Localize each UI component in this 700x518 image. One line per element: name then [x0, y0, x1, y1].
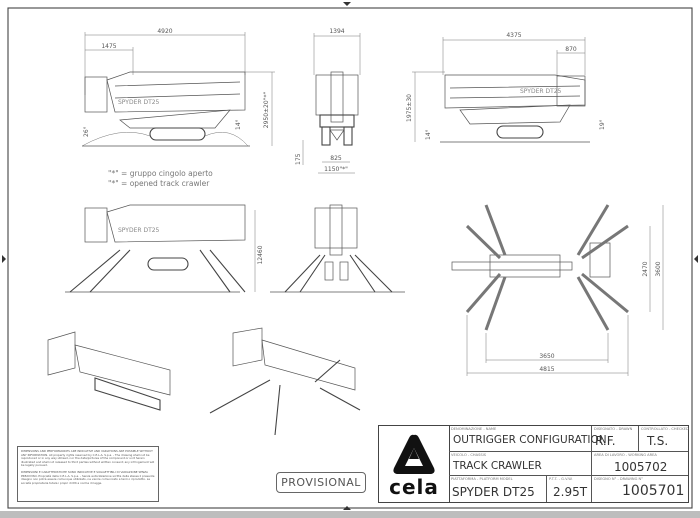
machine-label-side: SPYDER DT25 — [118, 99, 160, 106]
gvw: 2.95T — [553, 485, 588, 499]
drawing-number-label: DISEGNO N° - DRAWING N° — [594, 477, 643, 481]
disclaimer-english: DIMENSIONS AND PERFORMANCES ARE INDICATI… — [21, 449, 155, 468]
dim-rear-angle-right: 19° — [599, 119, 606, 130]
dim-plan-inner-depth: 2470 — [642, 261, 649, 276]
provisional-stamp: PROVISIONAL — [276, 472, 366, 493]
gvw-cell: P.T.T. - G.V.W. 2.95T — [547, 476, 592, 502]
dim-outrigger-height: 12460 — [257, 245, 264, 264]
drawing-frame — [7, 7, 693, 509]
checked-by: T.S. — [647, 434, 669, 448]
model-cell: PIATTAFORMA - PLATFORM MODEL SPYDER DT25 — [449, 476, 547, 502]
dim-plan-outer-width: 4815 — [539, 366, 554, 373]
drawing-name: OUTRIGGER CONFIGURATION — [453, 434, 607, 446]
side-view-stowed: 4920 1475 2950±20"*" 26° 14° SPYDER DT25 — [81, 28, 275, 147]
center-mark-left — [2, 255, 6, 263]
working-area-number: 1005702 — [614, 460, 668, 474]
dim-side-angle-right: 14° — [235, 119, 242, 130]
center-mark-right — [694, 255, 698, 263]
dim-rear-platform: 870 — [565, 46, 577, 53]
checked-label: CONTROLLATO - CHECKED — [641, 427, 689, 431]
dim-front-track-outer: 1150"*" — [324, 166, 348, 173]
dim-rear-length: 4375 — [506, 32, 521, 39]
front-view-stowed: 1394 825 1150"*" 175 — [295, 28, 361, 174]
model-label: PIATTAFORMA - PLATFORM MODEL — [451, 477, 513, 481]
dim-plan-outer-depth: 3600 — [655, 261, 662, 276]
side-view-rear: 4375 870 1975±30 14° 19° SPYDER DT25 — [406, 32, 606, 143]
legend-italian: "*" = gruppo cingolo aperto — [108, 169, 213, 178]
drawn-by: R.F. — [595, 434, 616, 448]
gvw-label: P.T.T. - G.V.W. — [549, 477, 573, 481]
isometric-view-outriggers — [209, 327, 361, 436]
logo-text: cela — [389, 475, 439, 499]
name-cell: DENOMINAZIONE - NAME OUTRIGGER CONFIGURA… — [449, 426, 607, 452]
front-view-outriggers — [270, 204, 405, 293]
side-view-outriggers: 12460 SPYDER DT25 — [65, 204, 264, 293]
dim-rear-height: 1975±30 — [406, 94, 413, 122]
dim-side-angle-left: 26° — [83, 126, 90, 137]
drawing-number-cell: DISEGNO N° - DRAWING N° 1005701 — [592, 476, 688, 502]
vehicle-label: VEICOLO - CHASSIS — [451, 453, 486, 457]
name-label: DENOMINAZIONE - NAME — [451, 427, 497, 431]
area-label: AREA DI LAVORO - WORKING AREA — [594, 453, 657, 457]
isometric-view-stowed — [47, 331, 171, 411]
drawn-cell: DISEGNATO - DRAWN R.F. — [592, 426, 639, 452]
disclaimer-box: DIMENSIONS AND PERFORMANCES ARE INDICATI… — [17, 446, 159, 502]
drawing-number: 1005701 — [622, 483, 685, 499]
legend-english: "*" = opened track crawler — [108, 179, 210, 188]
dim-front-clearance: 175 — [295, 153, 302, 165]
plan-view: 3650 4815 2470 3600 — [451, 204, 664, 376]
cela-triangle-icon — [393, 434, 435, 474]
center-mark-top — [343, 2, 351, 6]
cela-logo: cela — [379, 426, 450, 502]
bottom-edge — [0, 511, 700, 518]
vehicle-cell: VEICOLO - CHASSIS TRACK CRAWLER — [449, 452, 592, 476]
dim-side-platform: 1475 — [101, 43, 116, 50]
dim-side-height: 2950±20"*" — [263, 92, 270, 129]
dim-rear-angle-left: 14° — [425, 129, 432, 140]
drawn-label: DISEGNATO - DRAWN — [594, 427, 633, 431]
dim-front-track-inner: 825 — [330, 155, 342, 162]
disclaimer-italian: DIMENSIONI E CARATTERISTICHE SONO INDICA… — [21, 469, 155, 485]
machine-label-outriggers: SPYDER DT25 — [118, 227, 160, 234]
center-mark-bottom — [343, 506, 351, 510]
checked-cell: CONTROLLATO - CHECKED T.S. — [639, 426, 689, 452]
platform-model: SPYDER DT25 — [452, 485, 535, 499]
dim-plan-inner-width: 3650 — [539, 353, 554, 360]
title-block: cela DENOMINAZIONE - NAME OUTRIGGER CONF… — [378, 425, 689, 503]
dim-front-width: 1394 — [329, 28, 344, 35]
vehicle: TRACK CRAWLER — [453, 460, 542, 472]
area-cell: AREA DI LAVORO - WORKING AREA 1005702 — [592, 452, 688, 476]
dim-side-length: 4920 — [157, 28, 172, 35]
machine-label-rear: SPYDER DT25 — [520, 88, 562, 95]
